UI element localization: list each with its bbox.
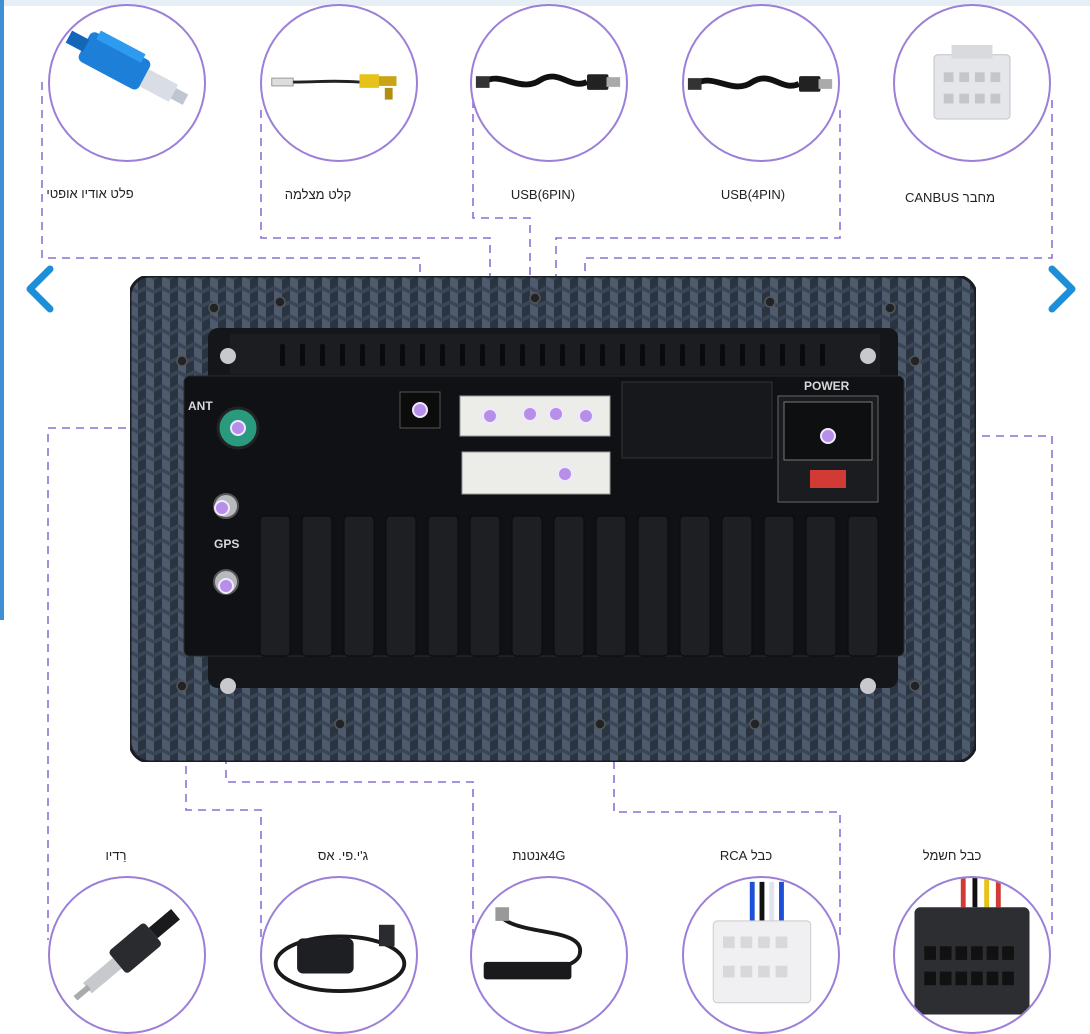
usb-cable-icon [475, 73, 621, 90]
ant-label: ANT [188, 399, 213, 413]
rca-connector-circle [682, 876, 840, 1034]
label-radio: רַדיו [105, 848, 127, 863]
label-camera-input: קלט מצלמה [284, 187, 352, 202]
top-strip [0, 0, 1090, 6]
usb6-connector-circle [470, 4, 628, 162]
label-optical-audio: פלט אודיו אופטי [46, 186, 134, 201]
gps-label: GPS [214, 537, 239, 551]
power-label: POWER [804, 379, 850, 393]
marker-4g-port [218, 578, 234, 594]
marker-power-port [820, 428, 836, 444]
radio-connector-circle [48, 876, 206, 1034]
marker-rca-port [557, 466, 573, 482]
label-usb4: USB(4PIN) [720, 187, 786, 202]
marker-usb4-port [548, 406, 564, 422]
optical-audio-connector-circle [48, 4, 206, 162]
previous-arrow-icon[interactable] [20, 264, 60, 314]
marker-usb6-port [522, 406, 538, 422]
label-power: כבל חשמל [922, 848, 982, 863]
marker-radio-port [230, 420, 246, 436]
label-canbus: מחבר CANBUS [904, 190, 996, 205]
power-connector-circle [893, 876, 1051, 1034]
power-harness-icon [914, 878, 1030, 1015]
camera-input-cable-icon [271, 74, 397, 100]
label-rca: כבל RCA [719, 848, 773, 863]
optical-cable-icon [65, 30, 189, 105]
4g-antenna-connector-circle [470, 876, 628, 1034]
head-unit-back-panel: ANT GPS POWER [128, 274, 978, 764]
rca-harness-icon [712, 881, 812, 1004]
marker-gps-port [214, 500, 230, 516]
radio-antenna-plug-icon [73, 909, 180, 1001]
marker-camera-port [482, 408, 498, 424]
4g-antenna-icon [483, 907, 583, 980]
next-arrow-icon[interactable] [1042, 264, 1082, 314]
marker-optical-port [412, 402, 428, 418]
head-unit-illustration: ANT GPS POWER [128, 274, 978, 764]
left-accent-strip [0, 0, 4, 620]
label-4g-antenna: 4Gאנטנת [512, 848, 566, 863]
usb4-connector-circle [682, 4, 840, 162]
label-gps: ג'י.פי. אס [317, 848, 369, 863]
gps-connector-circle [260, 876, 418, 1034]
canbus-connector-circle [893, 4, 1051, 162]
usb-cable-icon [687, 75, 833, 92]
label-usb6: USB(6PIN) [510, 187, 576, 202]
gps-antenna-icon [273, 924, 407, 994]
marker-canbus-port [578, 408, 594, 424]
camera-input-connector-circle [260, 4, 418, 162]
canbus-connector-icon [933, 44, 1011, 120]
